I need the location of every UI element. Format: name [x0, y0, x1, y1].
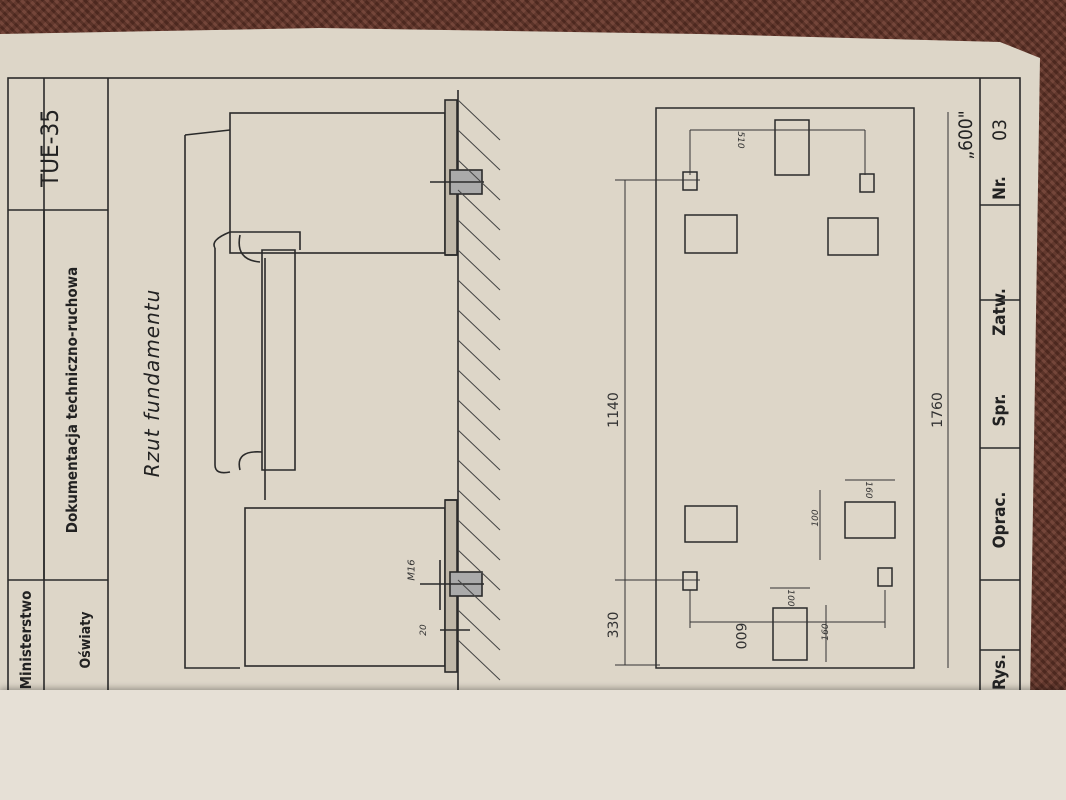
- footer-nr: Nr.: [990, 176, 1010, 200]
- dim-1760: 1760: [930, 392, 946, 428]
- footer-oprac: Oprac.: [990, 491, 1010, 549]
- plan-view: [655, 107, 915, 669]
- dim-330: 330: [606, 611, 622, 639]
- next-page-edge: [0, 690, 1066, 800]
- dim-600: 600: [732, 622, 748, 650]
- ministry-line1: Ministerstwo: [17, 590, 35, 690]
- drawing-heading: Rzut fundamentu: [140, 288, 164, 478]
- footer-spr: Spr.: [990, 393, 1010, 427]
- footer-size: „600": [955, 110, 977, 160]
- document-code: TUE-35: [36, 109, 64, 187]
- bolt-label: M16: [406, 559, 418, 581]
- dim-1140: 1140: [606, 392, 622, 428]
- drawing-sheet: [0, 28, 1040, 700]
- footer-rys: Rys.: [990, 654, 1010, 690]
- dim-160-bottom: 160: [821, 623, 831, 641]
- section-view: [184, 90, 484, 690]
- dim-100-bottom: 100: [785, 589, 795, 607]
- dimension-lines: [615, 112, 949, 668]
- dim-160-right: 160: [863, 481, 873, 499]
- footer-zatw: Zatw.: [990, 288, 1010, 336]
- dim-100-right: 100: [811, 509, 821, 527]
- footer-nr-value: 03: [989, 119, 1011, 141]
- gap-label: 20: [419, 624, 429, 636]
- documentation-title: Dokumentacja techniczno-ruchowa: [63, 266, 81, 534]
- dim-510: 510: [735, 131, 745, 149]
- ministry-line2: Oświaty: [78, 611, 94, 669]
- ground-hatching: [457, 99, 501, 681]
